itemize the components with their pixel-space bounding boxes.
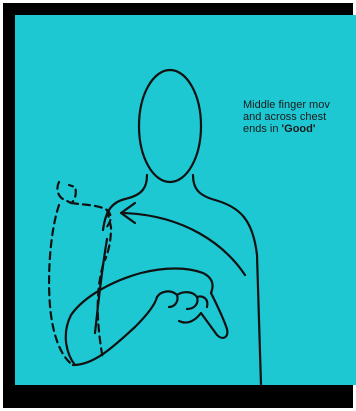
motion-arrow-path: [123, 213, 245, 275]
solid-forearm: [66, 269, 213, 366]
dashed-start-hand: [57, 182, 111, 260]
caption-line-1: Middle finger mov: [243, 99, 356, 111]
caption-line-3-prefix: ends in: [243, 123, 282, 135]
body-outline: [103, 175, 261, 385]
dashed-forearm: [49, 205, 103, 365]
instruction-caption: Middle finger mov and across chest ends …: [243, 99, 356, 135]
illustration-panel: Middle finger mov and across chest ends …: [15, 15, 356, 385]
head-outline: [139, 70, 201, 182]
caption-line-3: ends in 'Good': [243, 123, 356, 135]
sign-illustration: [15, 15, 356, 385]
caption-line-2: and across chest: [243, 111, 356, 123]
caption-good-word: 'Good': [282, 123, 316, 135]
solid-hand: [157, 291, 227, 338]
